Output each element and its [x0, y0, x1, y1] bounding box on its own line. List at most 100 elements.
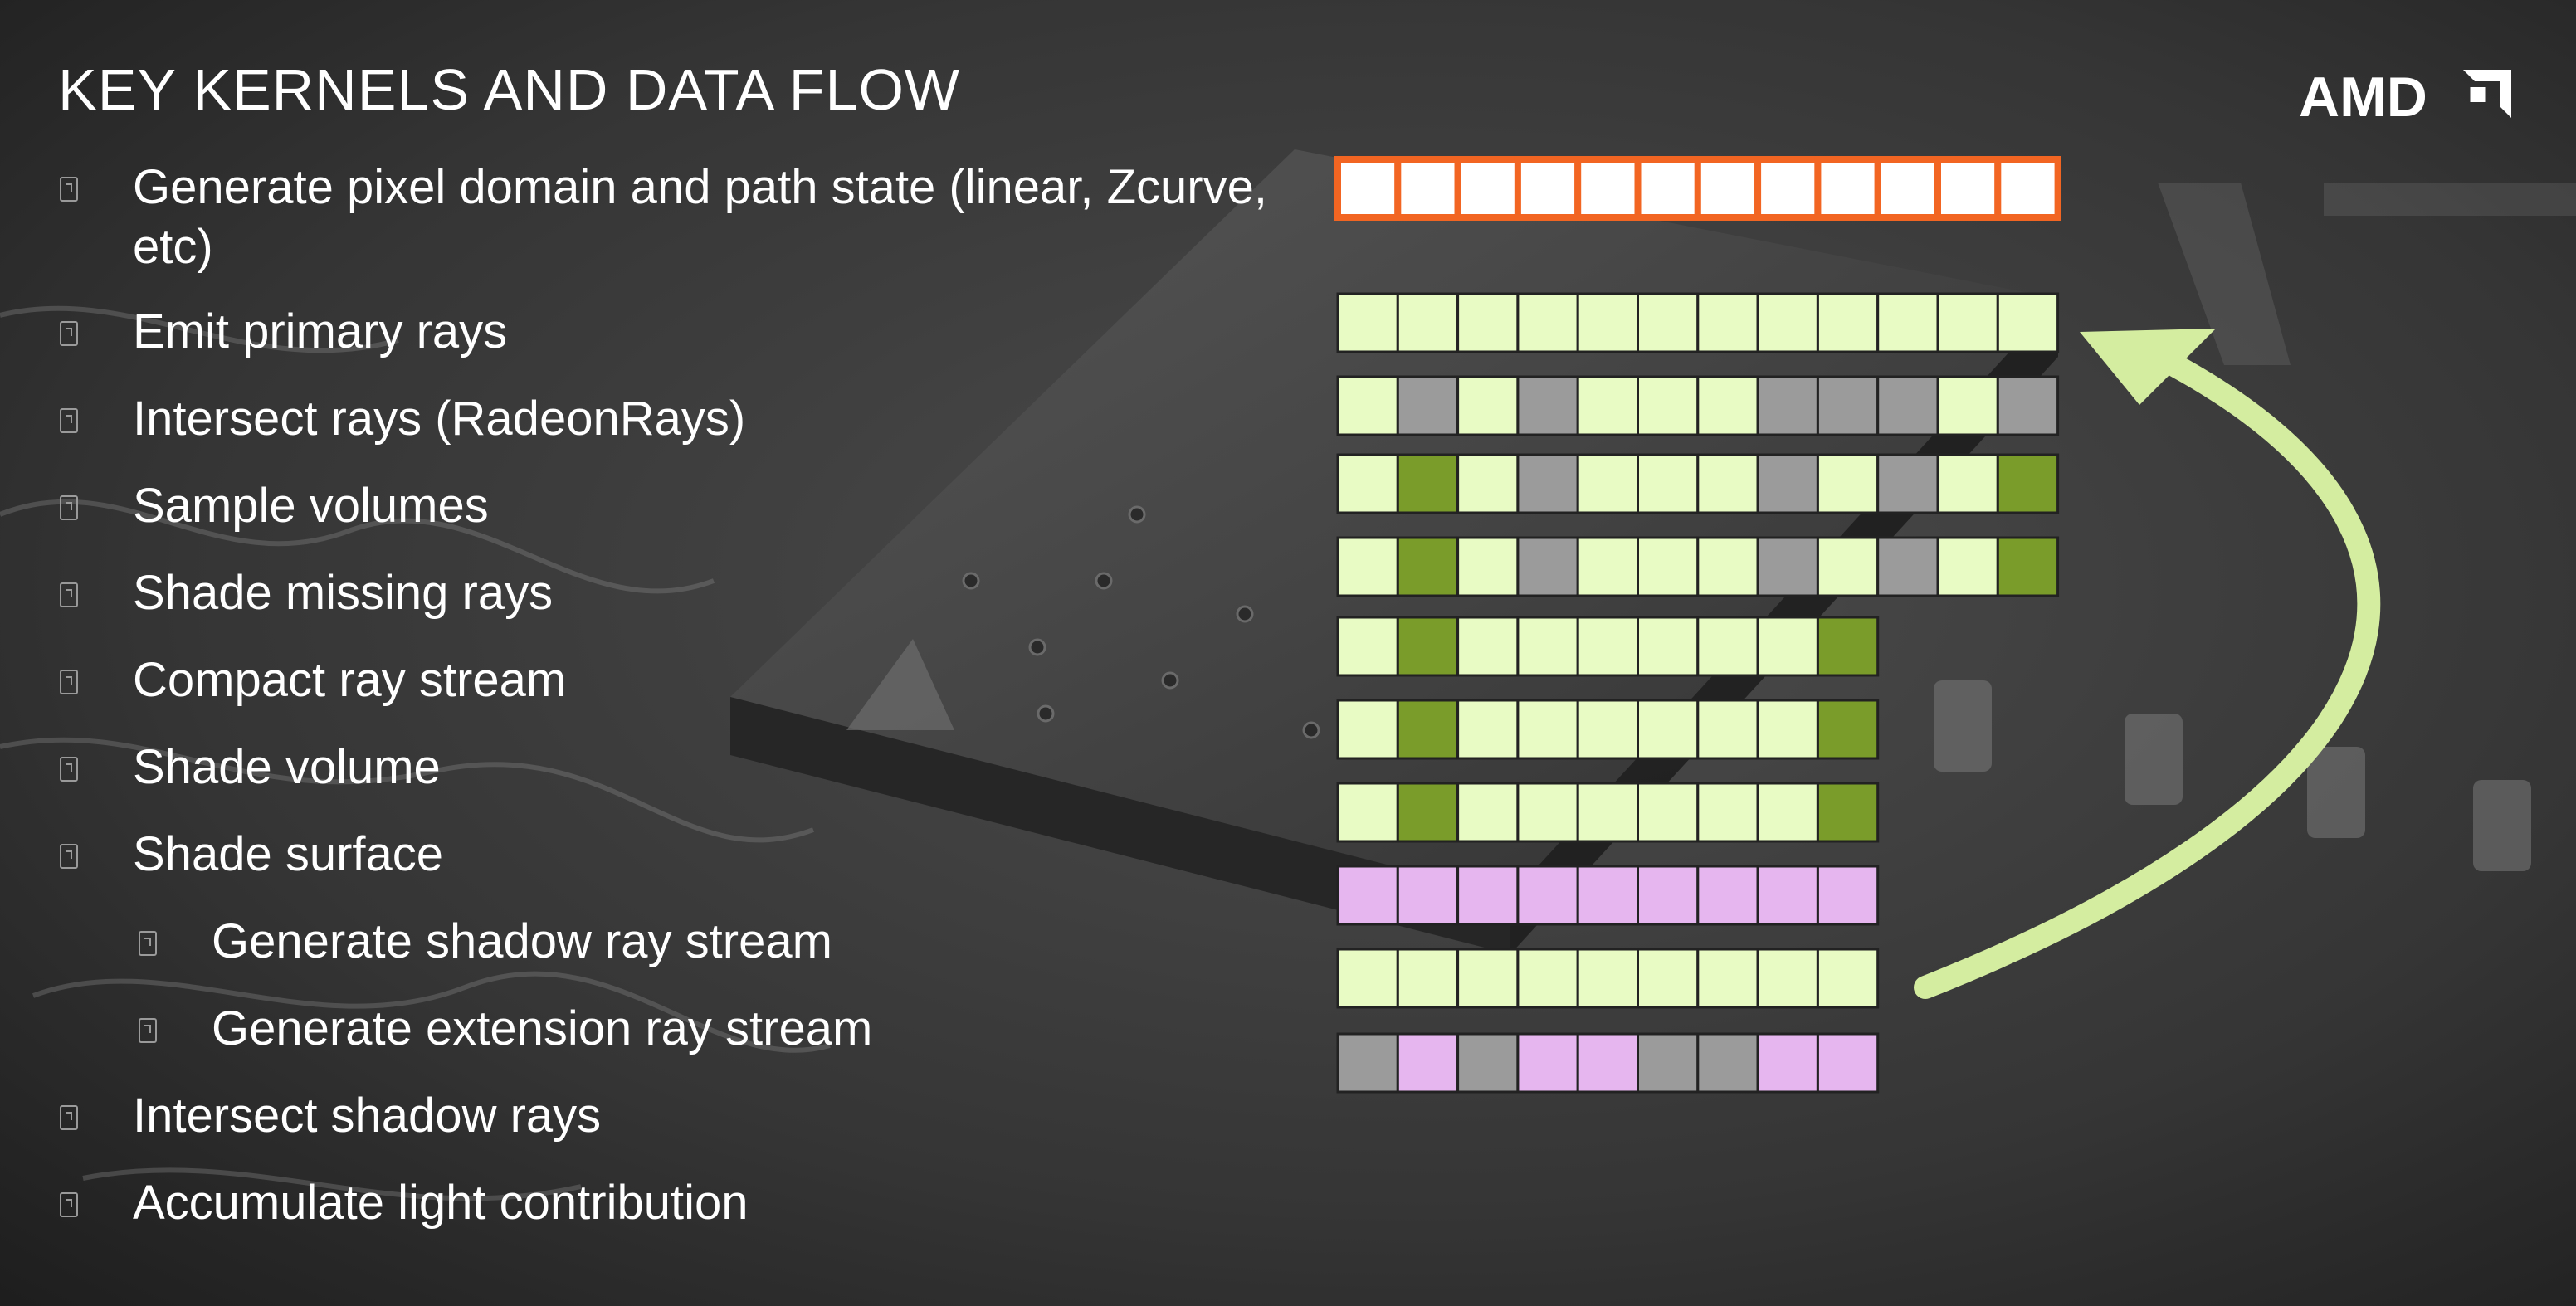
stream-cell — [1637, 375, 1700, 436]
stream-cell — [1696, 1032, 1759, 1094]
stream-cell — [1696, 616, 1759, 677]
stream-cell — [1756, 782, 1819, 843]
stream-cell — [1336, 536, 1399, 597]
stream-cell — [1996, 292, 2060, 353]
stream-cell — [1456, 699, 1520, 760]
stream-cell — [1696, 375, 1759, 436]
stream-cell — [1576, 699, 1639, 760]
stream-cell — [1516, 782, 1579, 843]
bullet-icon — [60, 1192, 78, 1217]
stream-cell — [1876, 375, 1939, 436]
index-cell — [1874, 156, 1941, 221]
stream-cell — [1816, 699, 1880, 760]
stream-cell — [1396, 1032, 1460, 1094]
slide-title: KEY KERNELS AND DATA FLOW — [58, 57, 960, 122]
stream-cell — [1816, 616, 1880, 677]
stream-cell — [1576, 453, 1639, 514]
stream-cell — [1816, 536, 1880, 597]
stream-cell — [1456, 453, 1520, 514]
stream-cell — [1936, 453, 1999, 514]
bullet-item: Intersect shadow rays — [58, 1086, 1353, 1146]
stream-cell — [1637, 616, 1700, 677]
stream-cell — [1936, 375, 1999, 436]
bullet-item: Shade volume — [58, 738, 1353, 797]
stream-cell — [1576, 536, 1639, 597]
stream-cell — [1996, 453, 2060, 514]
stream-cell — [1516, 292, 1579, 353]
stream-cell — [1637, 782, 1700, 843]
stream-cell — [1576, 375, 1639, 436]
bullet-item: Compact ray stream — [58, 651, 1353, 710]
bullet-text: Generate pixel domain and path state (li… — [133, 160, 1267, 274]
stream-cell — [1696, 453, 1759, 514]
stream-cell — [1756, 453, 1819, 514]
stream-cell — [1396, 699, 1460, 760]
stream-cell — [1637, 699, 1700, 760]
amd-logo-text: AMD — [2299, 66, 2427, 124]
stream-cell — [1516, 536, 1579, 597]
stream-cell — [1637, 1032, 1700, 1094]
index-cell — [1994, 156, 2061, 221]
stream-cell — [1396, 453, 1460, 514]
bullet-item: Shade surface — [58, 825, 1353, 884]
stream-cell — [1756, 375, 1819, 436]
bullet-text: Sample volumes — [133, 479, 489, 533]
stream-cell — [1576, 865, 1639, 926]
stream-cell — [1637, 536, 1700, 597]
stream-cell — [1756, 865, 1819, 926]
bullet-icon — [60, 670, 78, 694]
stream-cell — [1816, 1032, 1880, 1094]
bullet-icon — [60, 321, 78, 346]
stream-cell — [1696, 292, 1759, 353]
stream-cell — [1516, 699, 1579, 760]
stream-cell — [1816, 782, 1880, 843]
stream-cell — [1336, 782, 1399, 843]
bullet-icon — [60, 844, 78, 869]
bullet-icon — [60, 582, 78, 607]
stream-cell — [1576, 616, 1639, 677]
stream-cell — [1756, 948, 1819, 1009]
bullet-item: Accumulate light contribution — [58, 1173, 1353, 1233]
stream-cell — [1876, 453, 1939, 514]
stream-cell — [1756, 699, 1819, 760]
stream-cell — [1756, 1032, 1819, 1094]
stream-cell — [1816, 453, 1880, 514]
stream-cell — [1336, 699, 1399, 760]
index-cell — [1574, 156, 1642, 221]
stream-cell — [1336, 948, 1399, 1009]
stream-cell — [1516, 865, 1579, 926]
stream-cell — [1456, 865, 1520, 926]
stream-cell — [1936, 292, 1999, 353]
stream-cell — [1396, 375, 1460, 436]
bullet-icon — [139, 931, 157, 956]
stream-cell — [1396, 536, 1460, 597]
bullet-text: Intersect rays (RadeonRays) — [133, 392, 746, 446]
stream-cell — [1996, 536, 2060, 597]
stream-cell — [1637, 865, 1700, 926]
stream-cell — [1336, 865, 1399, 926]
bullet-item: Emit primary rays — [58, 302, 1353, 362]
bullet-list: Generate pixel domain and path state (li… — [58, 158, 1353, 1260]
amd-logo: AMD — [2299, 66, 2515, 129]
bullet-text: Intersect shadow rays — [133, 1089, 602, 1143]
stream-cell — [1996, 375, 2060, 436]
sub-bullet-item: Generate shadow ray stream — [58, 912, 1353, 972]
index-cell — [1934, 156, 2002, 221]
stream-cell — [1816, 865, 1880, 926]
stream-cell — [1576, 948, 1639, 1009]
stream-cell — [1396, 616, 1460, 677]
bullet-text: Emit primary rays — [133, 305, 508, 358]
stream-cell — [1516, 453, 1579, 514]
stream-cell — [1637, 292, 1700, 353]
stream-cell — [1336, 292, 1399, 353]
stream-cell — [1336, 1032, 1399, 1094]
stream-cell — [1576, 1032, 1639, 1094]
index-cell — [1754, 156, 1822, 221]
stream-cell — [1756, 292, 1819, 353]
stream-cell — [1516, 948, 1579, 1009]
stream-cell — [1876, 292, 1939, 353]
stream-cell — [1637, 453, 1700, 514]
feedback-arrow-head — [2080, 329, 2216, 405]
stream-cell — [1816, 948, 1880, 1009]
